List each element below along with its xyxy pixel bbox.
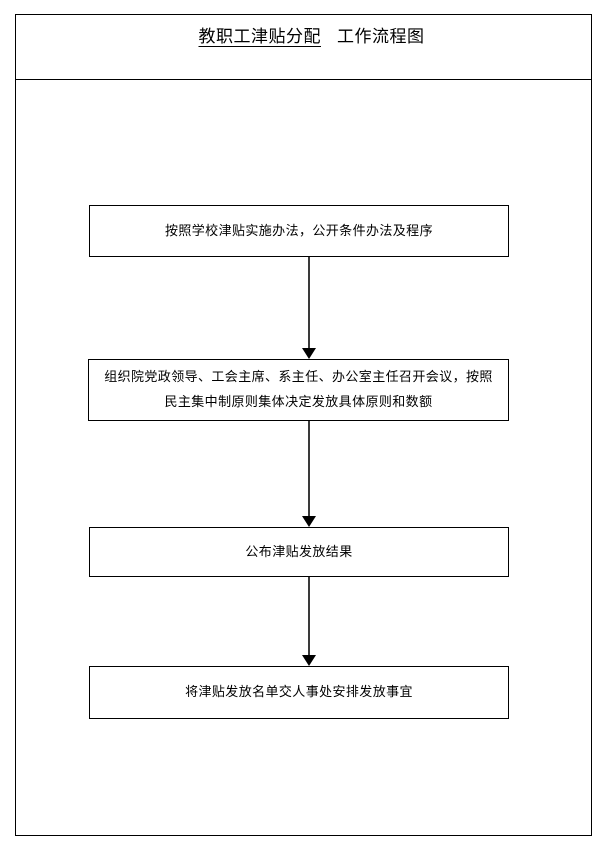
arrow-shaft [308, 257, 310, 349]
flow-node-label: 将津贴发放名单交人事处安排发放事宜 [185, 685, 413, 700]
page-title-subject: 教职工津贴分配 [198, 27, 321, 47]
page-title-suffix: 工作流程图 [337, 27, 425, 47]
flow-node-step-1: 按照学校津贴实施办法，公开条件办法及程序 [89, 205, 509, 257]
document-frame: 教职工津贴分配工作流程图 按照学校津贴实施办法，公开条件办法及程序 组织院党政领… [15, 14, 592, 836]
arrow-step2-to-step3 [299, 421, 319, 527]
page-title: 教职工津贴分配工作流程图 [16, 25, 591, 49]
arrow-step1-to-step2 [299, 257, 319, 359]
flow-node-step-3: 公布津贴发放结果 [89, 527, 509, 577]
arrow-head-down-icon [301, 655, 316, 666]
flow-node-step-4: 将津贴发放名单交人事处安排发放事宜 [89, 666, 509, 719]
flow-node-label: 公布津贴发放结果 [245, 544, 353, 560]
flow-node-label: 组织院党政领导、工会主席、系主任、办公室主任召开会议，按照 民主集中制原则集体决… [104, 370, 493, 410]
arrow-head-down-icon [301, 516, 316, 527]
title-band: 教职工津贴分配工作流程图 [16, 15, 591, 80]
flow-node-label: 按照学校津贴实施办法，公开条件办法及程序 [164, 223, 433, 239]
arrow-shaft [308, 577, 310, 656]
arrow-shaft [308, 421, 310, 517]
flowchart-canvas: 按照学校津贴实施办法，公开条件办法及程序 组织院党政领导、工会主席、系主任、办公… [16, 80, 591, 837]
arrow-step3-to-step4 [299, 577, 319, 666]
arrow-head-down-icon [301, 348, 316, 359]
flow-node-step-2: 组织院党政领导、工会主席、系主任、办公室主任召开会议，按照 民主集中制原则集体决… [88, 359, 509, 421]
